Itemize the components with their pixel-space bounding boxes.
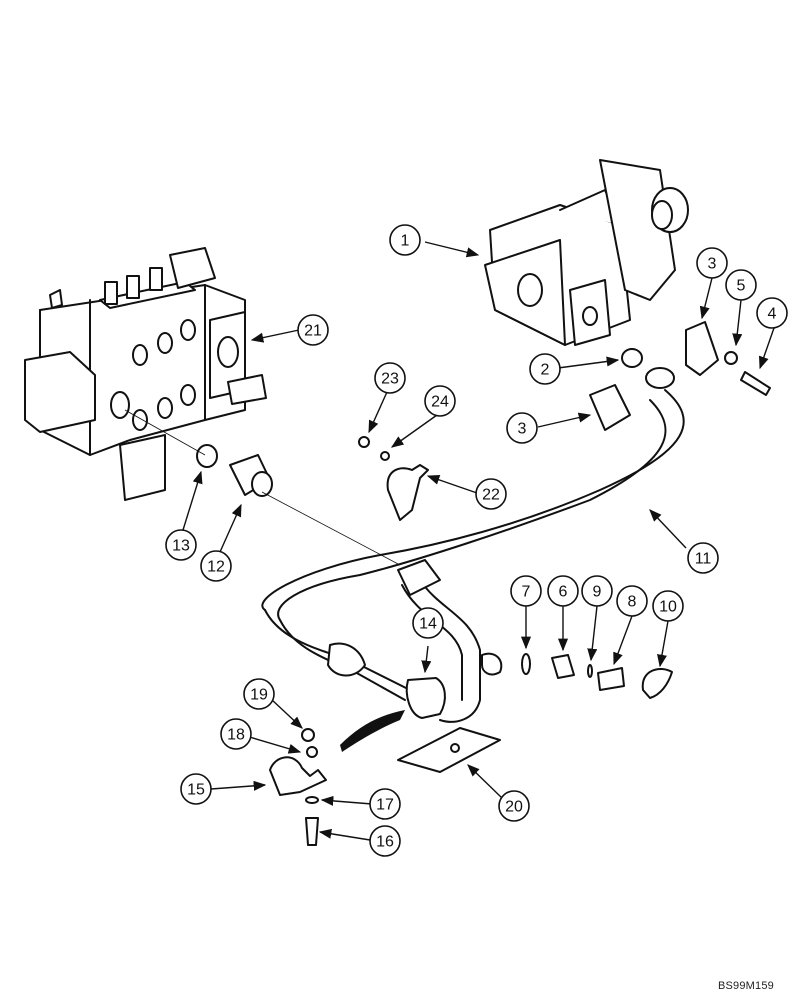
callout-circle-13 (165, 529, 197, 561)
callout-circle-17 (369, 788, 401, 820)
split-flange-half-upper (685, 321, 719, 376)
callout-label-14: 14 (419, 616, 437, 633)
callout-circle-19 (243, 678, 275, 710)
callout-label-5: 5 (737, 278, 746, 295)
o-ring-13 (196, 444, 218, 468)
o-ring-7 (521, 653, 531, 675)
lock-nut (724, 351, 738, 365)
callout-circle-10 (652, 590, 684, 622)
callout-label-6: 6 (559, 584, 568, 601)
control-valve (24, 247, 267, 501)
callout-circle-11 (687, 542, 719, 574)
pressure-hose (261, 389, 685, 723)
plug-6 (551, 654, 575, 679)
o-ring-9 (587, 664, 593, 678)
callout-label-15: 15 (187, 782, 205, 799)
o-ring-2 (621, 348, 643, 368)
callout-label-8: 8 (628, 594, 637, 611)
document-code: BS99M159 (717, 980, 774, 992)
callout-circle-20 (498, 790, 530, 822)
callout-circle-18 (220, 718, 252, 750)
dust-cap-10 (641, 668, 673, 699)
cap-screw (740, 371, 771, 396)
callout-circle-23 (374, 362, 406, 394)
assembly-arrow (340, 710, 405, 752)
callout-circle-4 (756, 297, 788, 329)
callout-label-3b: 3 (518, 421, 527, 438)
callout-label-19: 19 (250, 687, 268, 704)
callout-circle-5 (725, 269, 757, 301)
callout-label-23: 23 (381, 371, 399, 388)
callout-label-13: 13 (172, 538, 190, 555)
callout-label-2: 2 (541, 362, 550, 379)
callout-label-3a: 3 (708, 256, 717, 273)
washer-18 (306, 746, 318, 758)
adapter-fitting (229, 454, 273, 497)
callout-circle-22 (475, 478, 507, 510)
callout-circle-12 (200, 550, 232, 582)
coupling-8 (597, 667, 625, 691)
callout-label-24: 24 (431, 394, 449, 411)
callout-label-22: 22 (482, 487, 500, 504)
clamp-15 (269, 756, 327, 796)
washer-17 (305, 796, 319, 804)
callout-circle-3b (506, 412, 538, 444)
callout-circle-21 (297, 314, 329, 346)
callout-circle-2 (529, 353, 561, 385)
bolt-16 (305, 817, 319, 846)
pipe-clamp (386, 464, 429, 521)
callout-circle-6 (547, 575, 579, 607)
callout-label-20: 20 (505, 799, 523, 816)
callout-circle-9 (581, 575, 613, 607)
callout-label-21: 21 (304, 323, 322, 340)
plate-shim (397, 727, 501, 773)
callout-label-1: 1 (401, 233, 410, 250)
hydraulic-pump (484, 159, 689, 346)
callout-circle-16 (369, 825, 401, 857)
callout-circle-1 (389, 224, 421, 256)
callout-label-18: 18 (227, 727, 245, 744)
callout-circle-3a (696, 247, 728, 279)
callout-circle-8 (616, 585, 648, 617)
callout-circle-24 (424, 385, 456, 417)
hose-clamp-14 (405, 677, 446, 719)
callout-label-7: 7 (522, 584, 531, 601)
callout-circle-15 (180, 773, 212, 805)
callout-label-4: 4 (768, 306, 777, 323)
callout-label-11: 11 (695, 551, 712, 568)
callout-circle-7 (510, 575, 542, 607)
callout-label-10: 10 (659, 599, 677, 616)
callout-label-17: 17 (376, 797, 394, 814)
shim-hole (450, 743, 460, 753)
washer-24 (380, 451, 390, 461)
callout-label-12: 12 (207, 559, 225, 576)
split-flange-half-lower (589, 384, 631, 431)
callout-label-9: 9 (593, 584, 602, 601)
nut-19 (301, 728, 315, 742)
callout-circle-14 (412, 607, 444, 639)
callout-label-16: 16 (376, 834, 394, 851)
bolt-23 (358, 436, 370, 448)
